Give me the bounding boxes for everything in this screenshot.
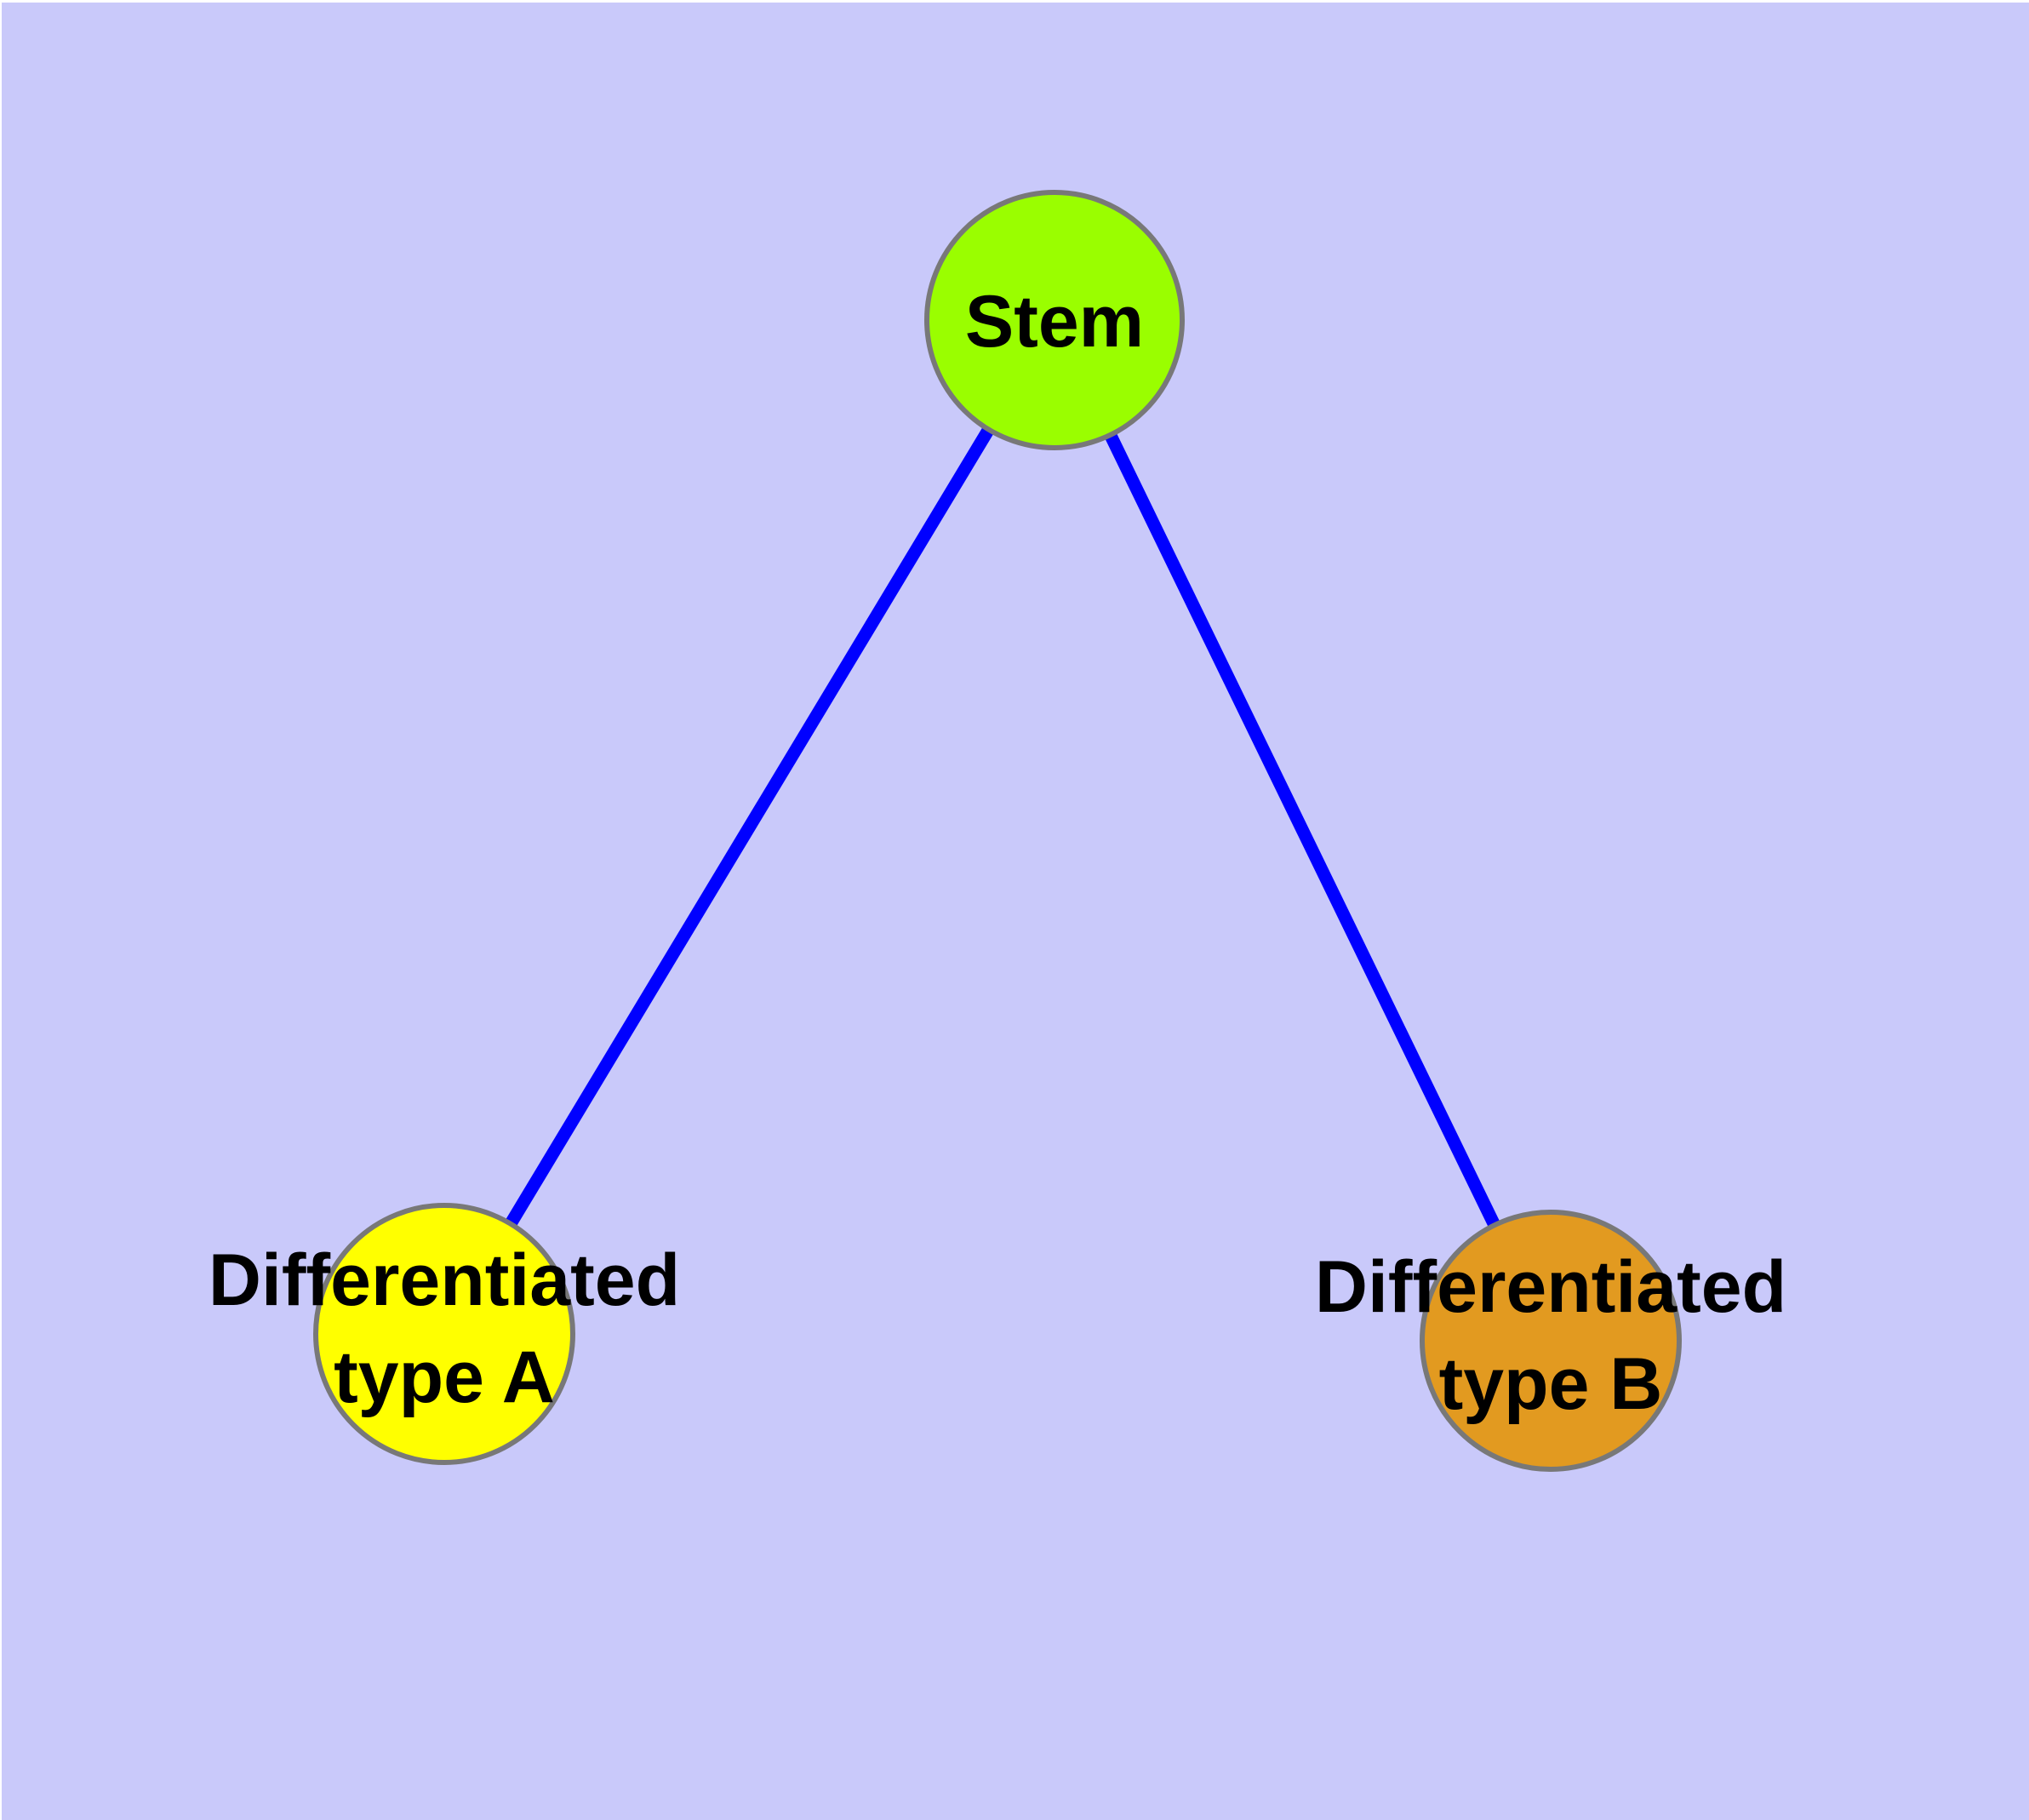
- node-label-line: type A: [334, 1336, 555, 1418]
- node-label-differentiated-type-b: Differentiated type B: [1315, 1246, 1786, 1425]
- edge-stem-to-differentiated-type-b: [1049, 317, 1557, 1344]
- node-stem: Stem: [924, 190, 1185, 450]
- edge-stem-to-differentiated-type-a: [438, 317, 1060, 1337]
- node-differentiated-type-a: Differentiated type A: [209, 1203, 680, 1465]
- node-circle-stem: [924, 190, 1185, 450]
- node-label-line: type B: [1439, 1343, 1663, 1425]
- node-circle-differentiated-type-b: [1420, 1210, 1682, 1472]
- node-circle-differentiated-type-a: [313, 1203, 575, 1465]
- node-label-stem: Stem: [965, 281, 1144, 363]
- node-label-differentiated-type-a: Differentiated type A: [209, 1239, 680, 1418]
- node-label-line: Stem: [965, 281, 1144, 363]
- node-differentiated-type-b: Differentiated type B: [1315, 1210, 1786, 1472]
- node-label-line: Differentiated: [209, 1239, 680, 1321]
- node-label-line: Differentiated: [1315, 1246, 1786, 1328]
